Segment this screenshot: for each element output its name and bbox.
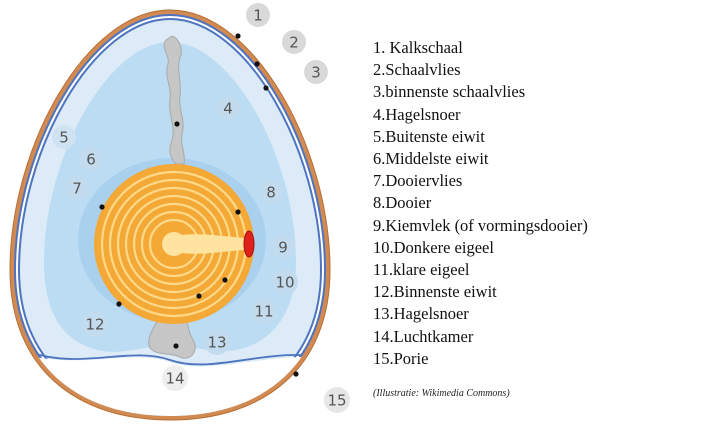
legend-item-donkere-eigeel: 10.Donkere eigeel <box>373 237 494 257</box>
svg-text:5: 5 <box>59 129 69 147</box>
chalaza-top <box>163 35 185 165</box>
marker-13: 13 <box>204 329 230 355</box>
germinal-disc <box>243 230 255 258</box>
image-credit: (Illustratie: Wikimedia Commons) <box>373 388 510 399</box>
marker-3: 3 <box>304 60 328 84</box>
latebra-center <box>162 232 186 256</box>
svg-text:4: 4 <box>223 100 233 118</box>
legend-item-luchtkamer: 14.Luchtkamer <box>373 326 474 346</box>
dot-10 <box>222 277 228 283</box>
marker-12: 12 <box>82 311 108 337</box>
marker-2: 2 <box>282 30 306 54</box>
egg-diagram: 1 2 3 4 5 6 7 8 9 10 11 12 13 14 15 <box>9 3 350 421</box>
legend-item-klare-eigeel: 11.klare eigeel <box>373 260 470 280</box>
marker-1: 1 <box>246 3 270 27</box>
air-cell-membrane <box>29 351 313 366</box>
svg-text:13: 13 <box>207 334 226 352</box>
svg-text:2: 2 <box>289 34 299 52</box>
legend-item-kalkschaal: 1. Kalkschaal <box>373 38 463 57</box>
svg-text:11: 11 <box>254 303 273 321</box>
dot-12 <box>116 301 122 307</box>
number-markers: 1 2 3 4 5 6 7 8 9 10 11 12 13 14 15 <box>52 3 350 413</box>
dot-7 <box>99 204 105 210</box>
svg-text:9: 9 <box>278 239 288 257</box>
dot-11 <box>196 293 202 299</box>
svg-text:12: 12 <box>85 316 104 334</box>
marker-6: 6 <box>79 147 103 171</box>
chalaza-bottom <box>148 315 196 359</box>
legend-item-buitenste-eiwit: 5.Buitenste eiwit <box>373 126 485 146</box>
svg-text:15: 15 <box>327 392 346 410</box>
legend-item-binnenste-schaalvlies: 3.binnenste schaalvlies <box>373 82 526 102</box>
svg-text:8: 8 <box>266 184 276 202</box>
legend-item-dooiervlies: 7.Dooiervlies <box>373 171 463 191</box>
latebra <box>174 234 244 254</box>
legend-item-kiemvlek: 9.Kiemvlek (of vormingsdooier) <box>373 215 588 235</box>
dot-8 <box>235 209 241 215</box>
dot-15 <box>293 371 299 377</box>
dot-13 <box>173 343 179 349</box>
svg-text:1: 1 <box>253 7 263 25</box>
svg-text:3: 3 <box>311 64 321 82</box>
svg-text:6: 6 <box>86 151 96 169</box>
marker-4: 4 <box>216 96 240 120</box>
legend-item-middelste-eiwit: 6.Middelste eiwit <box>373 149 489 169</box>
marker-15: 15 <box>324 387 350 413</box>
dot-1 <box>235 33 241 39</box>
legend-item-binnenste-eiwit: 12.Binnenste eiwit <box>373 282 497 302</box>
svg-text:7: 7 <box>72 180 82 198</box>
marker-14: 14 <box>162 365 188 391</box>
marker-5: 5 <box>52 125 76 149</box>
legend-item-schaalvlies: 2.Schaalvlies <box>373 60 461 80</box>
legend-item-dooier: 8.Dooier <box>373 193 432 213</box>
dot-2 <box>254 61 260 67</box>
marker-7: 7 <box>65 176 89 200</box>
marker-9: 9 <box>271 235 295 259</box>
marker-8: 8 <box>259 180 283 204</box>
legend-item-hagelsnoer: 4.Hagelsnoer <box>373 104 461 124</box>
marker-11: 11 <box>251 298 277 324</box>
pointer-dots <box>99 33 299 377</box>
legend-item-porie: 15.Porie <box>373 348 429 368</box>
dot-4 <box>174 121 180 127</box>
svg-text:14: 14 <box>165 370 184 388</box>
svg-text:10: 10 <box>275 274 294 292</box>
marker-10: 10 <box>272 269 298 295</box>
legend-item-hagelsnoer-2: 13.Hagelsnoer <box>373 304 469 324</box>
legend-list: 1. Kalkschaal 2.Schaalvlies 3.binnenste … <box>373 37 588 370</box>
dot-3 <box>263 85 269 91</box>
